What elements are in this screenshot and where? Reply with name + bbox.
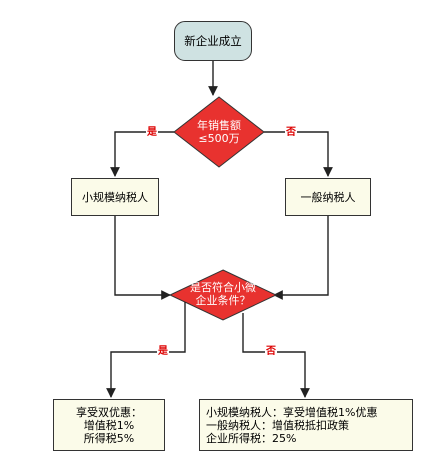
decision1-line2: ≤500万 — [198, 132, 240, 145]
edge-small-to-decision2 — [114, 216, 171, 300]
edge-label-d2-no: 否 — [265, 346, 277, 358]
edge-general-to-decision2 — [273, 216, 329, 300]
edge-decision2-yes — [106, 302, 186, 398]
edge-label-d2-yes: 是 — [157, 346, 169, 358]
start-node: 新企业成立 — [174, 21, 252, 61]
general-taxpayer-box: 一般纳税人 — [285, 178, 371, 216]
decision2-label: 是否符合小微 企业条件？ — [168, 276, 278, 312]
result-yes-line: 所得税5% — [83, 431, 135, 445]
result-yes-line: 享受双优惠： — [76, 405, 142, 419]
result-no-line: 一般纳税人：增值税抵扣政策 — [206, 418, 349, 432]
result-yes-line: 增值税1% — [83, 418, 135, 432]
decision2-line2: 企业条件？ — [195, 294, 251, 307]
result-yes-box: 享受双优惠： 增值税1% 所得税5% — [53, 399, 165, 451]
decision1-diamond — [173, 96, 265, 168]
result-no-line: 小规模纳税人：享受增值税1%优惠 — [206, 405, 378, 419]
small-taxpayer-box: 小规模纳税人 — [71, 178, 159, 216]
decision2-line1: 是否符合小微 — [190, 281, 256, 294]
edge-label-d1-no: 否 — [285, 127, 297, 139]
decision2-diamond — [168, 269, 278, 321]
edge-label-d1-yes: 是 — [146, 127, 158, 139]
decision1-label: 年销售额 ≤500万 — [174, 112, 264, 152]
result-no-line: 企业所得税：25% — [206, 431, 297, 445]
decision1-line1: 年销售额 — [197, 119, 241, 132]
edge-decision1-yes — [110, 131, 174, 177]
result-no-box: 小规模纳税人：享受增值税1%优惠 一般纳税人：增值税抵扣政策 企业所得税：25% — [199, 399, 413, 451]
